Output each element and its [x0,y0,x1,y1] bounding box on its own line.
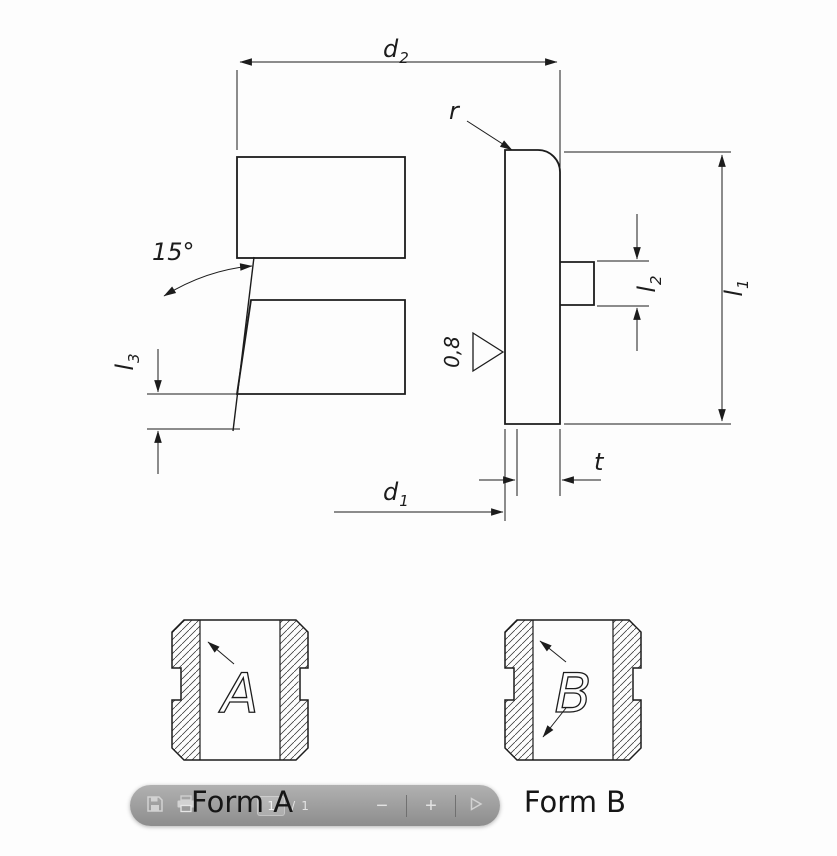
triangle-icon [468,796,484,815]
page-indicator: 1 / 1 [257,795,309,816]
taper-cut-line [232,256,255,432]
form-b-caption: Form B [524,785,626,819]
dim-label-t: t [594,448,605,476]
form-b-arrow-upper [539,640,567,663]
dim-label-angle: 15° [152,238,195,266]
dim-label-l1: l1 [720,279,752,296]
form-b-letter: B [554,662,591,725]
dim-label-l3: l3 [111,353,143,370]
roughness-value: 0,8 [440,336,464,368]
toolbar-divider [406,794,407,817]
dimensions: d2 r l1 l2 l3 15° 0,8 d1 [111,35,752,521]
knurled-body-lower [235,299,406,395]
form-a-arrow [207,641,235,665]
form-b-view: B Form B [504,619,642,819]
form-a-letter: A [219,662,259,725]
printer-icon [176,795,196,816]
dim-label-l2: l2 [633,275,665,292]
knurled-body-upper [236,156,406,259]
save-button[interactable] [146,795,164,816]
page-total: 1 [301,798,309,813]
boss [560,261,595,306]
toolbar-divider [455,794,456,817]
form-b-arrow-lower [542,707,567,738]
page-separator: / [291,798,296,813]
roughness-symbol [472,331,505,373]
dim-label-d1: d1 [383,478,409,510]
presentation-mode-button[interactable] [468,796,484,815]
page-number-input[interactable]: 1 [257,795,286,816]
dim-label-d2: d2 [383,35,409,67]
zoom-out-button[interactable]: − [370,796,394,816]
print-button[interactable] [176,795,196,816]
pdf-toolbar: 1 / 1 − + [130,785,500,826]
main-section-view [232,149,595,432]
save-icon [146,795,164,816]
zoom-in-button[interactable]: + [419,796,443,816]
flange-section [504,149,561,425]
dim-label-r: r [449,97,461,125]
